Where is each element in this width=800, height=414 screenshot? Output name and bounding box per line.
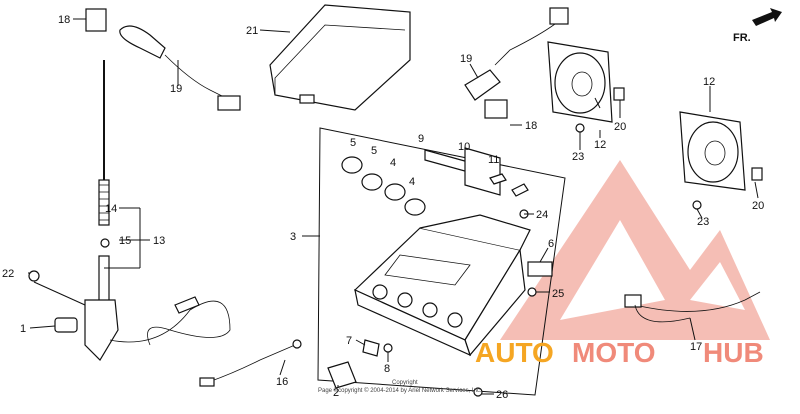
callout-20-left: 20 xyxy=(614,121,626,133)
antenna-cable xyxy=(109,296,302,387)
copyright-line: Page ©copyright © 2004-2014 by Ariel Net… xyxy=(318,387,482,394)
callout-17: 17 xyxy=(690,341,702,353)
callout-13: 13 xyxy=(153,235,165,247)
callout-12-right: 12 xyxy=(703,76,715,88)
radio-unit xyxy=(353,214,531,357)
callout-16: 16 xyxy=(276,376,288,388)
harness-left xyxy=(85,8,241,111)
callout-6: 6 xyxy=(548,238,554,250)
callout-19-right: 19 xyxy=(460,53,472,65)
callout-22: 22 xyxy=(2,268,14,280)
callout-5-b: 5 xyxy=(371,145,377,157)
callout-14: 14 xyxy=(105,203,117,215)
callout-23-right: 23 xyxy=(697,216,709,228)
callout-3: 3 xyxy=(290,231,296,243)
callout-18-right: 18 xyxy=(525,120,537,132)
watermark-text: AUTO MOTO HUB xyxy=(475,337,764,368)
callout-18-left: 18 xyxy=(58,14,70,26)
callout-2: 2 xyxy=(333,387,339,399)
callout-11: 11 xyxy=(488,154,499,166)
watermark-moto: MOTO xyxy=(572,337,655,368)
front-direction-label: FR. xyxy=(733,32,751,44)
callout-21: 21 xyxy=(246,25,258,37)
callout-8: 8 xyxy=(384,363,390,375)
callout-12-left: 12 xyxy=(594,139,606,151)
knobs xyxy=(341,156,426,216)
speaker-left xyxy=(547,41,613,123)
callout-9: 9 xyxy=(418,133,424,145)
callout-19-left: 19 xyxy=(170,83,182,95)
antenna-assembly xyxy=(28,60,119,361)
callout-25: 25 xyxy=(552,288,564,300)
watermark-hub: HUB xyxy=(703,337,764,368)
callout-4-b: 4 xyxy=(409,176,415,188)
callout-7: 7 xyxy=(346,335,352,347)
watermark-auto: AUTO xyxy=(475,337,554,368)
callout-15: 15 xyxy=(119,235,131,247)
callout-20-right: 20 xyxy=(752,200,764,212)
front-direction-indicator xyxy=(752,8,782,26)
aux-cable xyxy=(624,291,761,323)
callout-24: 24 xyxy=(536,209,548,221)
panel-lens xyxy=(464,147,501,196)
callout-4-a: 4 xyxy=(390,157,396,169)
callout-1: 1 xyxy=(20,323,26,335)
cover-part xyxy=(269,4,411,111)
copyright-title: Copyright xyxy=(392,380,418,386)
callout-5-a: 5 xyxy=(350,137,356,149)
callout-10: 10 xyxy=(458,141,470,153)
harness-right xyxy=(464,7,569,119)
callout-23-left: 23 xyxy=(572,151,584,163)
speaker-right xyxy=(679,111,746,191)
speaker-clips xyxy=(575,87,763,210)
callout-26: 26 xyxy=(496,389,508,401)
leader-lines xyxy=(28,18,759,395)
